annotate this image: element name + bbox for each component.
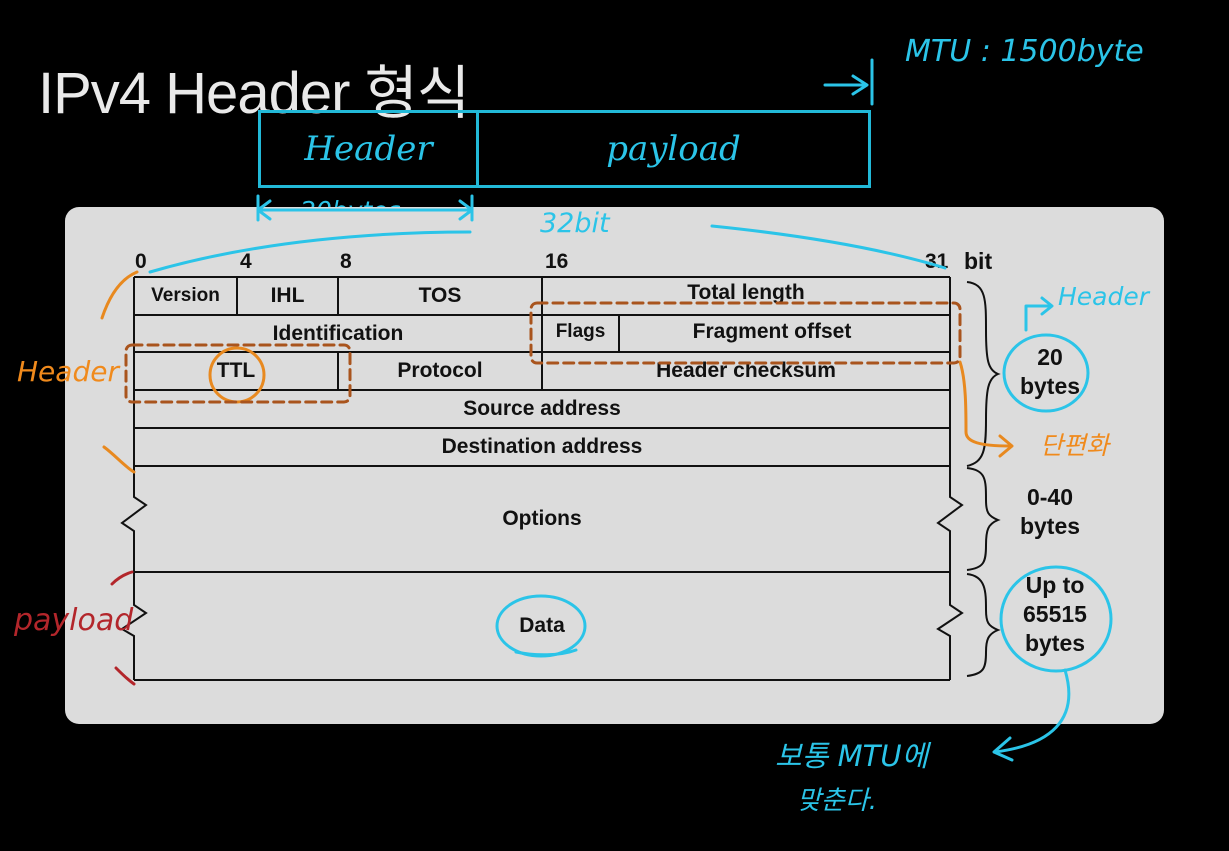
field-options: Options — [502, 507, 582, 530]
field-total-length: Total length — [687, 281, 805, 304]
data-size-label: Up to 65515 bytes — [1005, 571, 1105, 658]
bit-31: 31 — [925, 250, 949, 273]
bottom-note-line2: 맞춘다. — [797, 786, 878, 816]
field-ttl: TTL — [216, 359, 256, 382]
options-size-unit: bytes — [1019, 513, 1081, 539]
field-identification: Identification — [272, 321, 404, 345]
field-header-checksum: Header checksum — [656, 359, 836, 382]
data-size-value: 65515 — [1023, 601, 1087, 627]
field-fragment-offset: Fragment offset — [692, 319, 852, 343]
data-size-prefix: Up to — [1025, 572, 1085, 598]
field-version: Version — [151, 285, 220, 306]
options-size-value: 0-40 — [1026, 484, 1074, 510]
packet-diagram: Header payload — [258, 110, 871, 188]
bit-8: 8 — [340, 250, 352, 273]
field-flags: Flags — [555, 320, 606, 342]
options-size-label: 0-40 bytes — [1010, 483, 1090, 541]
thirty-two-bit-note: 32bit — [540, 208, 610, 239]
field-tos: TOS — [418, 284, 462, 307]
bit-16: 16 — [545, 250, 569, 273]
page-title: IPv4 Header 형식 — [38, 61, 470, 126]
field-destination-address: Destination address — [441, 435, 643, 458]
field-data: Data — [519, 614, 565, 637]
field-ihl: IHL — [270, 284, 305, 307]
header-left-note: Header — [17, 355, 119, 388]
bit-0: 0 — [135, 250, 147, 273]
field-source-address: Source address — [463, 397, 621, 420]
packet-header-segment: Header — [261, 113, 479, 185]
data-size-unit: bytes — [1024, 630, 1086, 656]
header-size-unit: bytes — [1019, 373, 1081, 399]
packet-payload-segment: payload — [606, 129, 741, 169]
header-size-label: 20 bytes — [1010, 343, 1090, 401]
bottom-note-line1: 보통 MTU에 — [775, 739, 929, 773]
payload-left-note: payload — [14, 603, 134, 638]
mtu-note: MTU : 1500byte — [905, 34, 1144, 69]
field-protocol: Protocol — [397, 359, 483, 382]
header-size-value: 20 — [1037, 344, 1063, 370]
bit-4: 4 — [240, 250, 252, 273]
bit-unit: bit — [964, 248, 993, 274]
fragmentation-note: 단편화 — [1040, 431, 1110, 460]
header-right-note: Header — [1058, 282, 1150, 311]
